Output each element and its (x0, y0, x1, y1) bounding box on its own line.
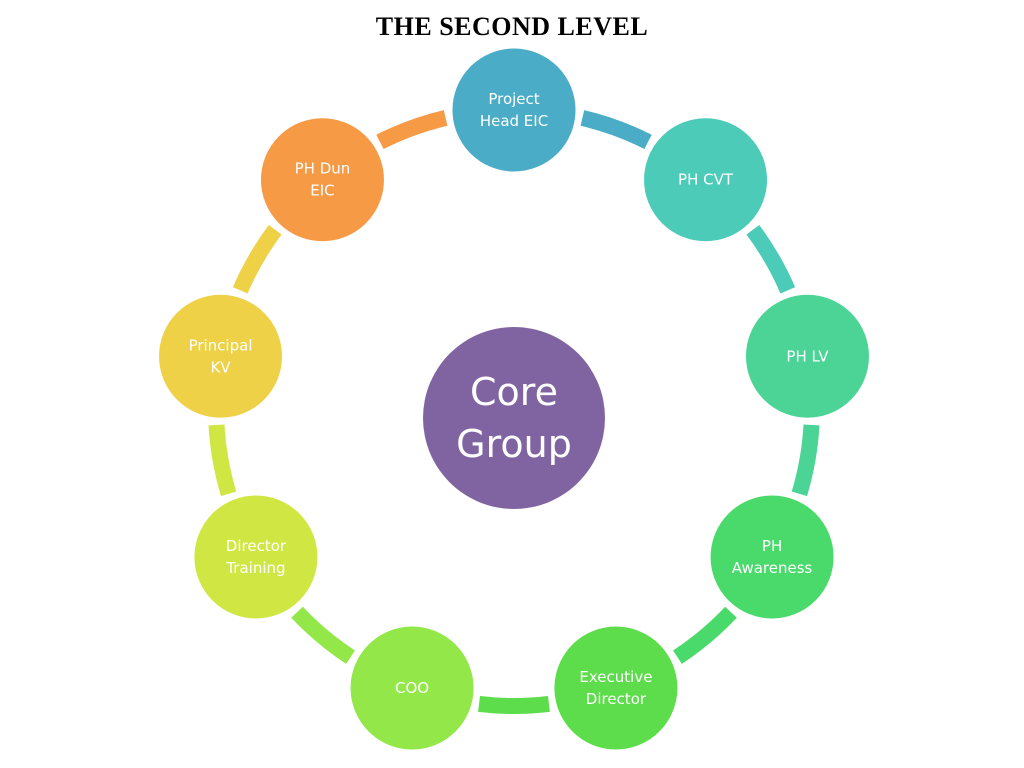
connector-group (208, 110, 820, 714)
node-circle (347, 623, 477, 753)
node-label: Training (225, 559, 285, 577)
node-label: Director (586, 690, 647, 708)
node-label: Executive (579, 668, 652, 686)
center-label: Group (456, 422, 572, 466)
cycle-node: PH Awareness (707, 492, 837, 622)
node-label: Head EIC (480, 112, 548, 130)
cycle-node: PH CVT (641, 115, 771, 245)
center-label: Core (470, 370, 558, 414)
connector-arc (232, 224, 282, 294)
node-label: PH LV (786, 347, 829, 365)
node-label: Principal (189, 336, 253, 354)
node-label: PH CVT (678, 171, 734, 189)
connector-arc (672, 606, 737, 664)
node-label: KV (210, 358, 231, 376)
connector-arc (291, 606, 356, 664)
node-label: Director (226, 537, 287, 555)
node-label: Awareness (732, 559, 813, 577)
node-circle (449, 45, 579, 175)
connector-arc (746, 224, 796, 294)
cycle-node: COO (347, 623, 477, 753)
node-label: EIC (310, 182, 334, 200)
node-label: COO (395, 679, 429, 697)
slide-title: THE SECOND LEVEL (375, 12, 649, 41)
connector-arc (376, 110, 448, 150)
node-circle (191, 492, 321, 622)
connector-arc (580, 110, 652, 150)
node-circle (707, 492, 837, 622)
node-label: Project (488, 90, 539, 108)
node-circle (641, 115, 771, 245)
node-circle (551, 623, 681, 753)
node-circle (156, 291, 286, 421)
connector-arc (478, 695, 550, 714)
node-circle (742, 291, 872, 421)
node-label: PH (762, 537, 782, 555)
cycle-node: PH LV (742, 291, 872, 421)
center-circle (423, 327, 605, 509)
node-label: PH Dun (295, 160, 351, 178)
node-circle (257, 115, 387, 245)
connector-arc (208, 424, 237, 497)
connector-arc (791, 424, 820, 497)
